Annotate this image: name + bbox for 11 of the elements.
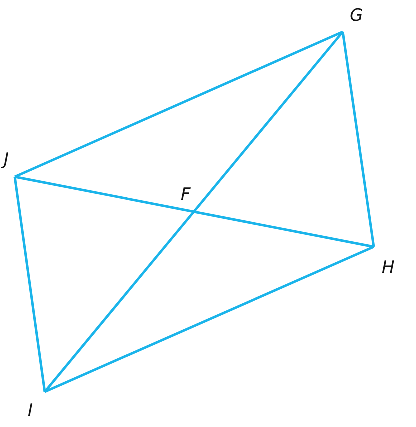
- point-label: F: [180, 185, 192, 205]
- line-segment: [14, 30, 344, 178]
- line-segment: [14, 176, 46, 392]
- vertex-label: G: [347, 6, 366, 26]
- vertex-label: H: [379, 258, 398, 278]
- line-segment: [14, 176, 374, 248]
- line-segment: [342, 32, 376, 248]
- line-segment: [44, 31, 344, 393]
- vertex-label: I: [25, 401, 36, 421]
- vertex-label: J: [1, 150, 12, 170]
- line-segment: [44, 246, 374, 394]
